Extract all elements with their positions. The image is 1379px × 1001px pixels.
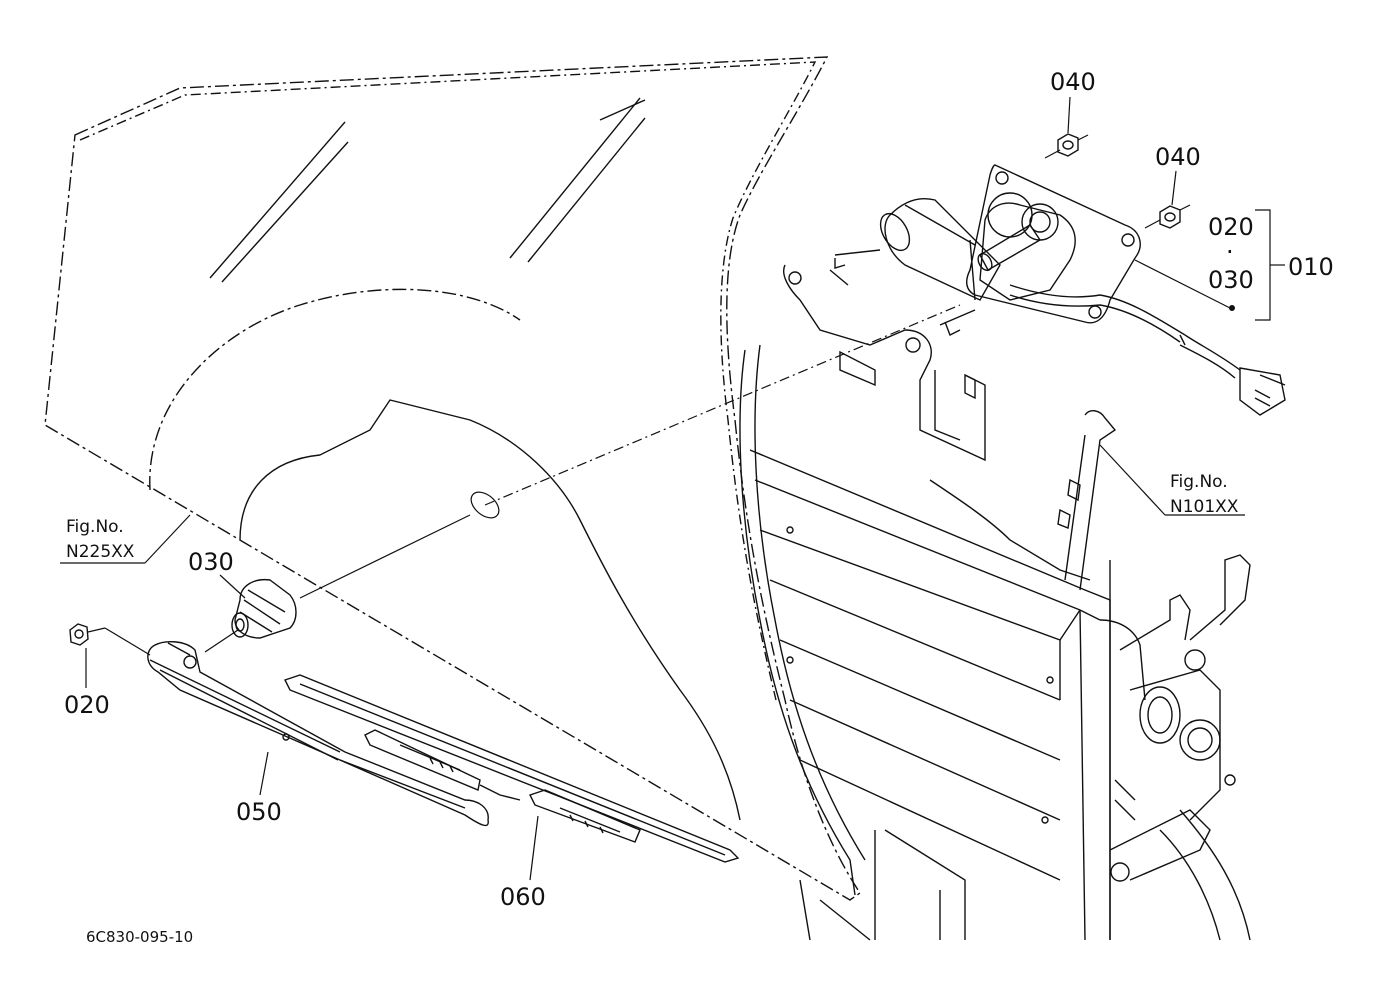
fig-ref-left-line2: N225XX: [66, 542, 135, 562]
drawing-code: 6C830-095-10: [86, 928, 193, 946]
label-dot: ·: [1226, 238, 1234, 266]
assembly-lines: [87, 134, 1231, 656]
wiper-motor-assembly: [829, 164, 1286, 416]
nut-040-right: [1159, 205, 1181, 229]
label-020-right: 020: [1208, 213, 1254, 241]
label-010: 010: [1288, 253, 1334, 281]
nut-020-left: [69, 623, 89, 646]
wiper-blade-060: [284, 674, 740, 863]
fig-ref-right-line1: Fig.No.: [1170, 472, 1228, 492]
label-050: 050: [236, 798, 282, 826]
label-040-top: 040: [1050, 68, 1096, 96]
shaft-cap-030: [231, 578, 297, 639]
fig-ref-left-line1: Fig.No.: [66, 517, 124, 537]
label-030-right: 030: [1208, 266, 1254, 294]
wiper-arm-050: [147, 641, 489, 827]
label-030-left: 030: [188, 548, 234, 576]
nut-040-top: [1057, 133, 1079, 157]
leader-lines: [60, 96, 1285, 881]
fig-ref-right-line2: N101XX: [1170, 497, 1239, 517]
cab-frame: [739, 264, 1251, 941]
label-060: 060: [500, 883, 546, 911]
rear-window-glass: [44, 56, 861, 901]
label-020-left: 020: [64, 691, 110, 719]
leader-dot-030: [1229, 305, 1235, 311]
label-040-right: 040: [1155, 143, 1201, 171]
